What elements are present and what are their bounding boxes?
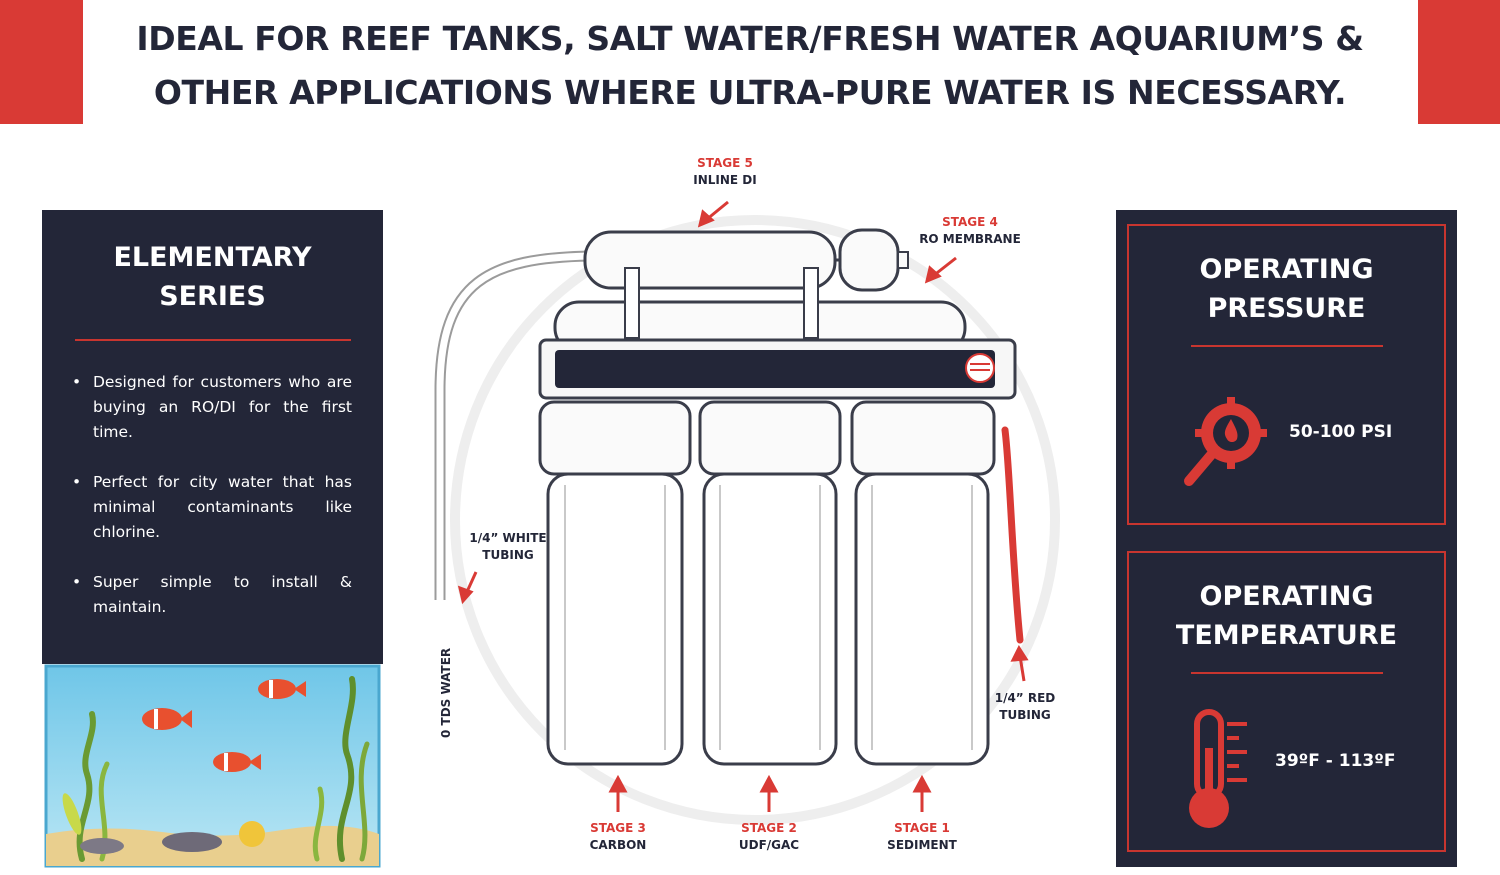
label-stage-3: STAGE 3 CARBON	[568, 820, 668, 854]
banner-accent-right	[1418, 0, 1500, 124]
banner-line-1: IDEAL FOR REEF TANKS, SALT WATER/FRESH W…	[136, 19, 1364, 58]
label-white-tubing: 1/4” WHITE TUBING	[458, 530, 558, 564]
stage-2-number: STAGE 2	[741, 821, 797, 835]
panel-title: ELEMENTARY SERIES	[42, 238, 383, 316]
inline-di-housing	[583, 228, 909, 292]
label-stage-4: STAGE 4 RO MEMBRANE	[910, 214, 1030, 248]
operating-specs-panel: OPERATING PRESSURE 50-100 PSI OPERATING …	[1116, 210, 1457, 867]
stage-5-description: INLINE DI	[693, 173, 757, 187]
label-red-tubing: 1/4” RED TUBING	[980, 690, 1070, 724]
feature-item: Perfect for city water that has minimal …	[72, 470, 352, 545]
pressure-title-line-1: OPERATING	[1199, 254, 1374, 285]
pressure-box: OPERATING PRESSURE 50-100 PSI	[1127, 224, 1446, 525]
white-tubing-line-2: TUBING	[482, 548, 534, 562]
stage-3-number: STAGE 3	[590, 821, 646, 835]
stage-1-number: STAGE 1	[894, 821, 950, 835]
pressure-title-line-2: PRESSURE	[1207, 293, 1366, 324]
ro-di-system-diagram	[434, 200, 1060, 825]
banner-accent-left	[0, 0, 83, 124]
temperature-value: 39ºF - 113ºF	[1275, 751, 1396, 771]
feature-item: Super simple to install & maintain.	[72, 570, 352, 620]
temperature-title: OPERATING TEMPERATURE	[1129, 577, 1444, 655]
red-tubing-line-1: 1/4” RED	[994, 691, 1056, 705]
pressure-value: 50-100 PSI	[1289, 422, 1393, 442]
red-tubing-line-2: TUBING	[999, 708, 1051, 722]
stage-5-number: STAGE 5	[697, 156, 753, 170]
stage-3-description: CARBON	[589, 838, 647, 852]
aquarium-illustration	[42, 664, 383, 871]
stage-4-number: STAGE 4	[942, 215, 998, 229]
arrow-icon	[457, 200, 1029, 812]
clownfish-icon	[142, 679, 306, 772]
panel-divider	[75, 339, 351, 341]
pressure-gauge-icon	[1184, 397, 1267, 486]
white-tubing-line-1: 1/4” WHITE	[469, 531, 547, 545]
label-stage-2: STAGE 2 UDF/GAC	[719, 820, 819, 854]
pressure-title: OPERATING PRESSURE	[1129, 250, 1444, 328]
mounting-bracket	[538, 338, 1017, 400]
temperature-divider	[1191, 672, 1383, 674]
banner-headline: IDEAL FOR REEF TANKS, SALT WATER/FRESH W…	[100, 12, 1400, 120]
banner-line-2: OTHER APPLICATIONS WHERE ULTRA-PURE WATE…	[153, 73, 1347, 112]
temperature-title-line-1: OPERATING	[1199, 581, 1374, 612]
filter-canisters	[538, 400, 996, 766]
temperature-box: OPERATING TEMPERATURE 39ºF - 113ºF	[1127, 551, 1446, 852]
pressure-divider	[1191, 345, 1383, 347]
panel-title-line-2: SERIES	[159, 281, 266, 312]
elementary-series-panel: ELEMENTARY SERIES Designed for customers…	[42, 210, 383, 664]
label-stage-5: STAGE 5 INLINE DI	[675, 155, 775, 189]
temperature-title-line-2: TEMPERATURE	[1175, 620, 1398, 651]
stage-1-description: SEDIMENT	[887, 838, 957, 852]
rock-icon	[80, 821, 265, 854]
thermometer-icon	[1189, 709, 1247, 828]
label-stage-1: STAGE 1 SEDIMENT	[872, 820, 972, 854]
panel-title-line-1: ELEMENTARY	[113, 242, 312, 273]
feature-item: Designed for customers who are buying an…	[72, 370, 352, 445]
stage-4-description: RO MEMBRANE	[919, 232, 1021, 246]
stage-2-description: UDF/GAC	[738, 838, 800, 852]
label-tds-water: 0 TDS WATER	[439, 647, 453, 738]
feature-list: Designed for customers who are buying an…	[72, 370, 352, 645]
